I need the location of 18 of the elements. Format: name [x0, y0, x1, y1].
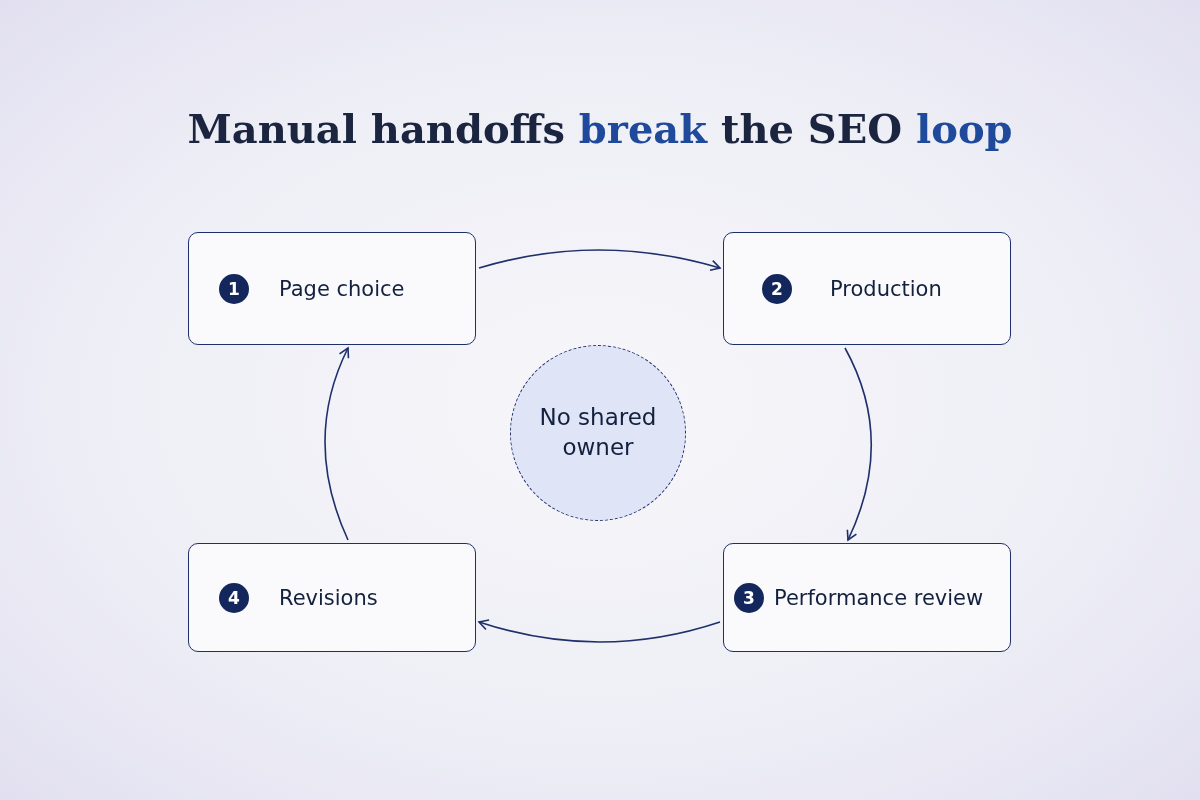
circle-label: No shared owner — [538, 403, 658, 462]
step-number: 2 — [762, 273, 792, 304]
step-box — [188, 232, 476, 345]
step-label: Page choice — [279, 276, 405, 301]
step-box — [723, 543, 1011, 652]
curved-arrow — [478, 249, 721, 272]
step-label: Revisions — [279, 585, 378, 610]
step-number: 3 — [734, 582, 764, 613]
step-box — [723, 232, 1011, 345]
step-box — [188, 543, 476, 652]
title: Manual handoffs break the SEO loop — [187, 105, 1013, 152]
curved-arrow — [844, 347, 873, 541]
curved-arrow — [478, 619, 721, 643]
curved-arrow — [324, 347, 350, 541]
step-number: 4 — [219, 582, 249, 613]
step-number: 1 — [219, 273, 249, 304]
step-label: Production — [830, 276, 942, 301]
step-label: Performance review — [774, 585, 984, 610]
